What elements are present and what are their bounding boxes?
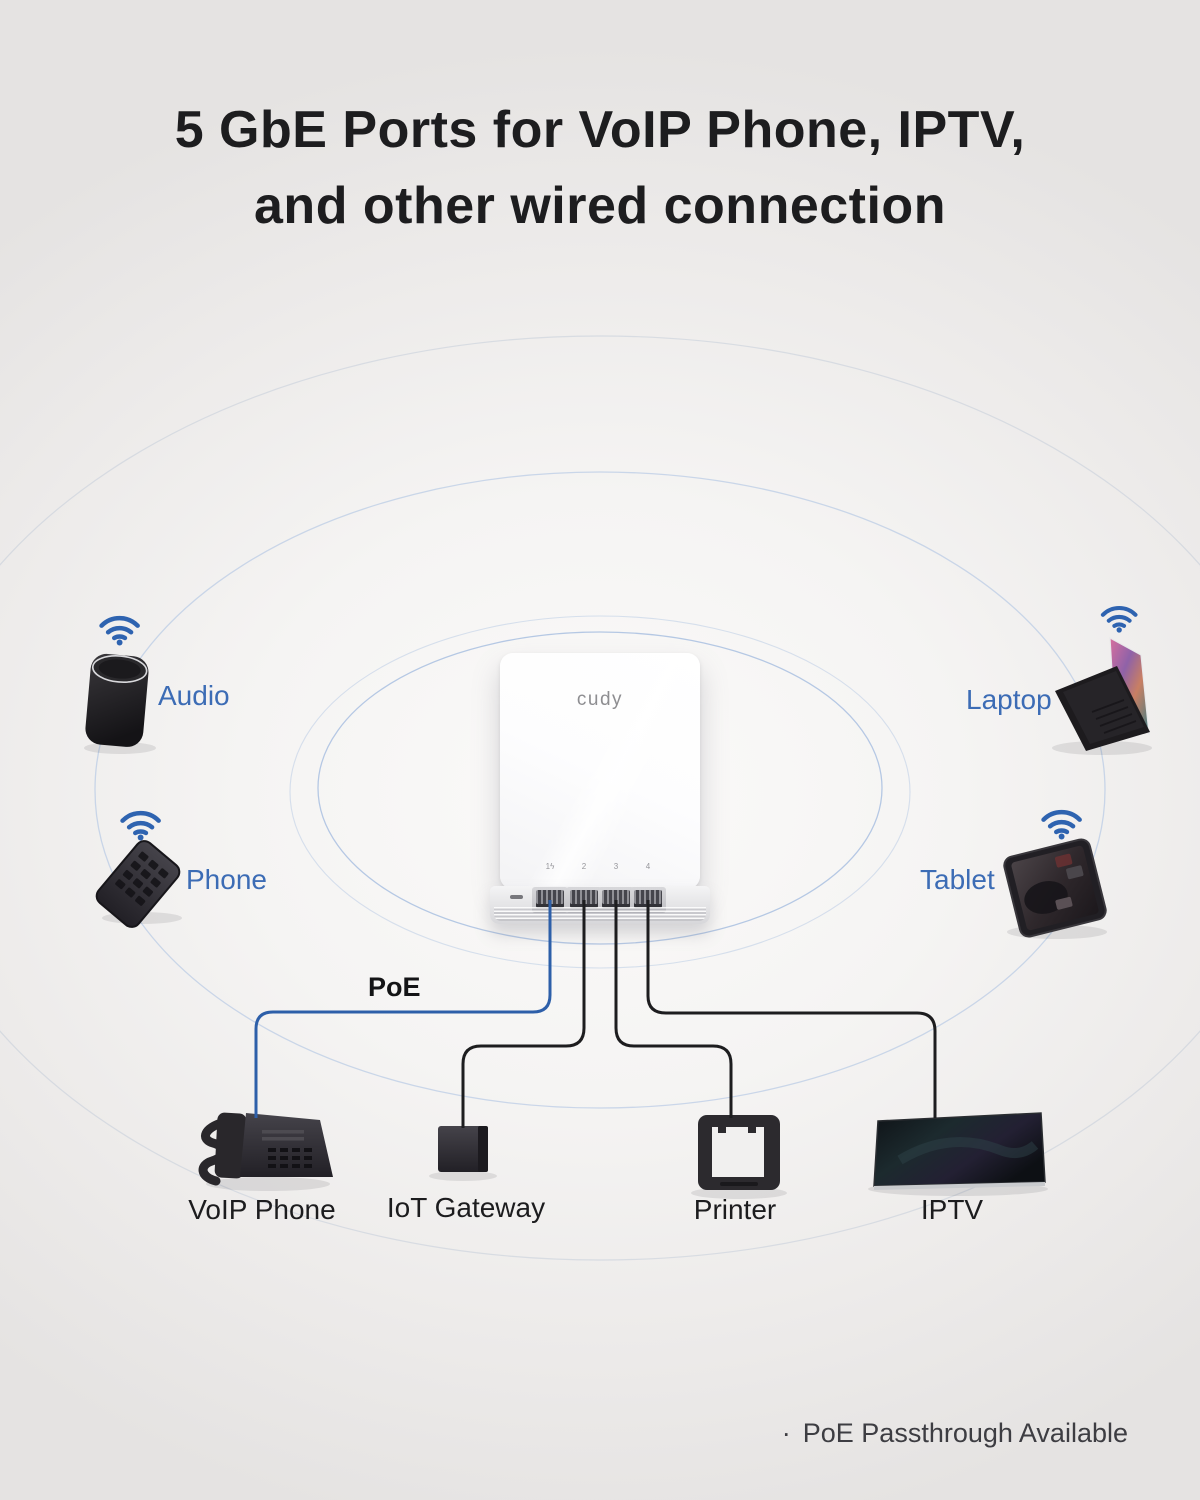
title-line-1: 5 GbE Ports for VoIP Phone, IPTV, (174, 101, 1026, 159)
reset-slot (510, 895, 523, 899)
voip-phone-graphic (198, 1112, 333, 1186)
iptv-graphic (873, 1112, 1046, 1190)
label-tablet: Tablet (920, 864, 995, 895)
page-title: 5 GbE Ports for VoIP Phone, IPTV, and ot… (0, 92, 1200, 244)
label-poe: PoE (368, 972, 421, 1002)
laptop-graphic (1055, 636, 1150, 751)
port-label-1: 1ϟ (545, 862, 555, 871)
printer-graphic (698, 1115, 780, 1190)
label-voip-phone: VoIP Phone (188, 1194, 336, 1225)
wifi-icon-phone (123, 813, 159, 840)
brand-logo: cudy (576, 689, 624, 710)
label-iot-gateway: IoT Gateway (386, 1192, 546, 1223)
ethernet-port-3 (598, 887, 634, 913)
wifi-icon-audio (102, 618, 138, 645)
poe-passthrough-note: · PoE Passthrough Available (782, 1418, 1128, 1449)
port-label-4: 4 (645, 862, 651, 871)
coverage-circles (0, 335, 1200, 1261)
label-audio: Audio (158, 680, 230, 711)
note-text: PoE Passthrough Available (802, 1418, 1128, 1448)
note-bullet: · (781, 1418, 791, 1448)
label-iptv: IPTV (920, 1194, 984, 1225)
access-point-port-strip (490, 886, 710, 924)
port-label-3: 3 (613, 862, 619, 871)
wifi-icon-laptop (1103, 608, 1136, 633)
ethernet-port-1 (532, 887, 568, 913)
port-labels: 1ϟ 2 3 4 (490, 862, 710, 874)
smartphone-graphic (95, 840, 181, 928)
access-point: cudy 1ϟ 2 3 4 (490, 650, 710, 928)
ethernet-port-2 (566, 887, 602, 913)
label-phone: Phone (186, 864, 267, 895)
audio-speaker-graphic (85, 653, 149, 747)
label-laptop: Laptop (966, 684, 1052, 715)
ethernet-port-4 (630, 887, 666, 913)
access-point-faceplate: cudy (500, 653, 700, 889)
port-label-2: 2 (581, 862, 587, 871)
tablet-graphic (1003, 838, 1107, 938)
iot-gateway-graphic (438, 1126, 488, 1172)
title-line-2: and other wired connection (254, 177, 946, 235)
label-printer: Printer (693, 1194, 777, 1225)
wifi-icon-tablet (1044, 812, 1080, 839)
